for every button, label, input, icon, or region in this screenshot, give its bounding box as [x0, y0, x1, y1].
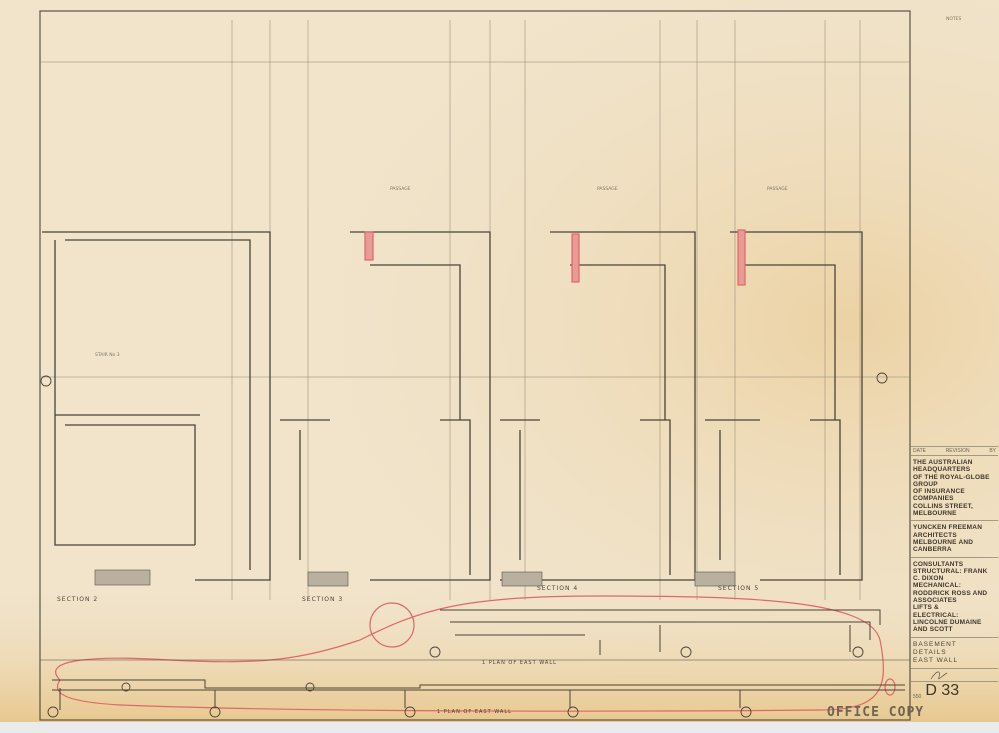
rev-revision-header: REVISION — [945, 448, 970, 454]
drawing-number-row: 550 D 33 — [911, 682, 998, 700]
consultants-line-6: ELECTRICAL: — [913, 611, 959, 619]
consultants-line-4: RODDRICK ROSS AND ASSOCIATES — [913, 589, 988, 605]
sheet-title-line-1: BASEMENT — [913, 640, 957, 648]
sheet-title-block: BASEMENT DETAILS EAST WALL — [911, 638, 998, 669]
consultants-line-5: LIFTS & — [913, 604, 939, 612]
rev-by-header: BY — [989, 448, 996, 454]
stair-label: STAIR No 3 — [95, 352, 120, 358]
consultants-line-2: STRUCTURAL: FRANK C. DIXON — [913, 567, 988, 583]
client-line-2: OF THE ROYAL-GLOBE GROUP — [913, 473, 990, 488]
plan-label-lower: 1 PLAN OF EAST WALL — [437, 709, 512, 715]
client-block: THE AUSTRALIAN HEADQUARTERS OF THE ROYAL… — [911, 456, 998, 522]
title-block: DATE REVISION BY THE AUSTRALIAN HEADQUAR… — [911, 446, 998, 720]
section-4-label: SECTION 4 — [537, 585, 578, 592]
client-line-3: OF INSURANCE COMPANIES — [913, 488, 965, 503]
section-2-label: SECTION 2 — [57, 596, 98, 603]
consultants-line-7: LINCOLNE DUMAINE AND SCOTT — [913, 618, 982, 634]
job-number: 550 — [913, 693, 922, 700]
rev-date-header: DATE — [913, 448, 926, 454]
passage-label-3: PASSAGE — [767, 186, 788, 192]
architect-line-2: MELBOURNE AND CANBERRA — [913, 538, 974, 554]
passage-label-2: PASSAGE — [597, 186, 618, 192]
passage-label-1: PASSAGE — [390, 186, 411, 192]
red-markups — [55, 229, 896, 712]
section-5-label: SECTION 5 — [718, 585, 759, 592]
revision-header-row: DATE REVISION BY — [911, 446, 998, 456]
section-3-label: SECTION 3 — [302, 596, 343, 603]
grid-bubbles — [40, 372, 888, 718]
architect-line-1: YUNCKEN FREEMAN ARCHITECTS — [913, 524, 983, 539]
client-line-1: THE AUSTRALIAN HEADQUARTERS — [913, 459, 973, 474]
architect-block: YUNCKEN FREEMAN ARCHITECTS MELBOURNE AND… — [911, 521, 998, 558]
consultants-line-1: CONSULTANTS — [913, 560, 964, 568]
office-copy-stamp: OFFICE COPY — [827, 705, 924, 720]
hatched-blocks — [94, 569, 736, 587]
sheet-title-line-3: EAST WALL — [913, 656, 959, 664]
drawing-number: D 33 — [925, 681, 960, 699]
client-line-4: COLLINS STREET, MELBOURNE — [913, 502, 974, 518]
consultants-line-3: MECHANICAL: — [913, 582, 962, 590]
consultants-block: CONSULTANTS STRUCTURAL: FRANK C. DIXON M… — [911, 558, 998, 638]
gridlines — [40, 20, 910, 600]
east-wall-plans — [40, 609, 910, 710]
notes-label: NOTES — [946, 16, 962, 22]
section-walls — [42, 231, 863, 581]
plan-label-upper: 1 PLAN OF EAST WALL — [482, 660, 557, 666]
signature — [911, 669, 998, 682]
sheet-title-line-2: DETAILS — [913, 648, 947, 656]
